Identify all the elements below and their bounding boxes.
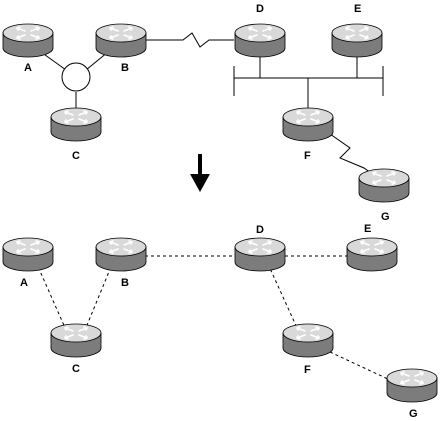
router-icon <box>95 23 147 58</box>
bottom-router-f: F <box>282 323 334 376</box>
router-icon <box>234 237 286 272</box>
bottom-router-g-label: G <box>409 408 418 420</box>
top-router-d-label: D <box>256 3 264 15</box>
bottom-link-d-f <box>267 263 299 331</box>
top-routers: A B C D E F G <box>2 3 410 223</box>
top-router-f-label: F <box>304 150 311 162</box>
top-router-a: A <box>2 23 54 74</box>
bottom-router-c-label: C <box>72 363 80 375</box>
bottom-router-c: C <box>50 323 102 375</box>
bottom-router-a-label: A <box>20 277 28 289</box>
top-link-a-hub <box>40 51 67 71</box>
top-serial-link-b-d <box>145 32 234 48</box>
bottom-router-b: B <box>95 237 147 289</box>
top-router-d: D <box>234 3 286 58</box>
top-router-f: F <box>282 107 334 162</box>
bottom-link-f-g <box>329 351 391 381</box>
router-icon <box>358 168 410 203</box>
router-icon <box>50 107 102 142</box>
top-router-g-label: G <box>381 211 390 223</box>
bottom-link-b-c <box>84 261 114 331</box>
bottom-router-e-label: E <box>364 223 371 235</box>
bottom-router-d-label: D <box>256 224 264 236</box>
top-router-c: C <box>50 107 102 162</box>
bottom-router-b-label: B <box>121 277 129 289</box>
top-router-e: E <box>331 3 383 58</box>
top-router-b-label: B <box>121 62 129 74</box>
router-icon <box>346 237 398 272</box>
top-router-b: B <box>95 23 147 74</box>
router-icon <box>2 23 54 58</box>
bottom-router-d: D <box>234 224 286 272</box>
top-links <box>40 32 384 179</box>
token-ring-hub <box>61 62 91 92</box>
top-router-e-label: E <box>354 3 361 15</box>
bottom-router-g: G <box>386 368 438 420</box>
top-router-c-label: C <box>72 150 80 162</box>
router-icon <box>2 237 54 272</box>
router-icon <box>386 368 438 403</box>
bottom-router-e: E <box>346 223 398 272</box>
top-router-g: G <box>358 168 410 223</box>
bottom-router-a: A <box>2 237 54 289</box>
router-icon <box>50 323 102 358</box>
router-icon <box>331 23 383 58</box>
bottom-router-f-label: F <box>304 364 311 376</box>
router-icon <box>282 107 334 142</box>
router-icon <box>282 323 334 358</box>
router-icon <box>95 237 147 272</box>
bottom-routers: A B C D E F G <box>2 223 438 420</box>
bottom-link-a-c <box>35 261 67 331</box>
bottom-links <box>35 255 391 381</box>
top-router-a-label: A <box>24 62 32 74</box>
router-icon <box>234 23 286 58</box>
down-arrow-icon <box>190 154 210 192</box>
